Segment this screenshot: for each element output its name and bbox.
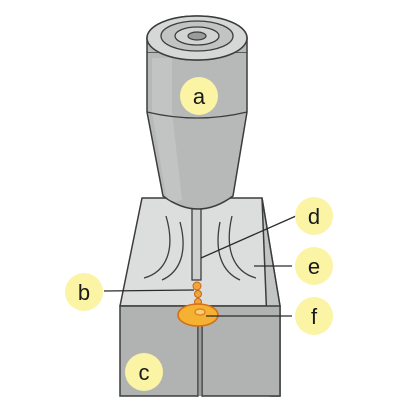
welding-torch	[146, 15, 248, 210]
electrode-wire	[191, 207, 202, 281]
label-d: d	[295, 197, 333, 235]
label-e-text: e	[308, 254, 320, 279]
droplet	[194, 290, 202, 298]
torch-nozzle-hole	[187, 31, 207, 41]
label-a: a	[180, 77, 218, 115]
label-e: e	[295, 247, 333, 285]
leader-d	[200, 215, 297, 259]
metal-droplets	[192, 281, 202, 306]
label-f: f	[295, 297, 333, 335]
label-b: b	[65, 273, 103, 311]
label-f-text: f	[311, 304, 318, 329]
label-b-text: b	[78, 280, 90, 305]
torch-highlight	[152, 58, 182, 202]
gas-flow-right-inner	[217, 221, 241, 281]
label-c: c	[125, 353, 163, 391]
gas-flow-right-outer	[228, 215, 257, 279]
weld-pool	[177, 303, 219, 327]
leader-b	[103, 289, 195, 292]
label-c-text: c	[139, 360, 150, 385]
label-d-text: d	[308, 204, 320, 229]
label-a-text: a	[193, 84, 206, 109]
gas-flow-left-outer	[143, 215, 171, 279]
leader-lines	[103, 215, 297, 317]
gas-flow-left-inner	[161, 221, 184, 281]
torch-shoulder	[146, 111, 248, 119]
droplet	[192, 281, 202, 291]
